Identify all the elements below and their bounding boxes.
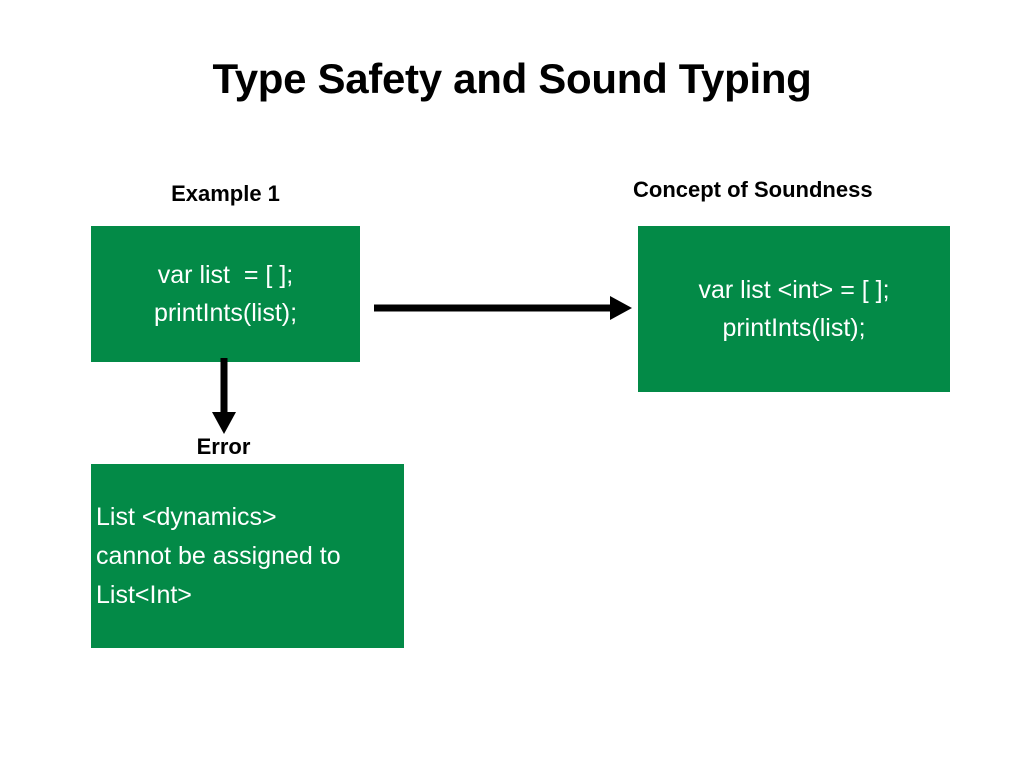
soundness-code-line-2: printInts(list); — [722, 314, 866, 342]
soundness-heading: Concept of Soundness — [633, 177, 873, 202]
example1-code-line-1: var list = [ ]; — [157, 261, 294, 289]
soundness-code-line-1: var list <int> = [ ]; — [698, 276, 890, 304]
soundness-code-box: var list <int> = [ ]; printInts(list); — [638, 226, 950, 392]
error-message-box: List <dynamics> cannot be assigned to Li… — [91, 464, 404, 648]
example1-code-box: var list = [ ]; printInts(list); — [91, 226, 360, 362]
page-title: Type Safety and Sound Typing — [212, 55, 812, 102]
error-line-1: List <dynamics> — [96, 502, 277, 531]
error-line-3: List<Int> — [96, 580, 192, 609]
arrow-down-icon — [212, 358, 236, 434]
example1-code-line-2: printInts(list); — [153, 299, 298, 327]
error-line-2: cannot be assigned to — [96, 541, 341, 570]
error-heading: Error — [196, 434, 251, 459]
example1-heading: Example 1 — [171, 181, 280, 206]
arrow-right-icon — [374, 296, 632, 320]
